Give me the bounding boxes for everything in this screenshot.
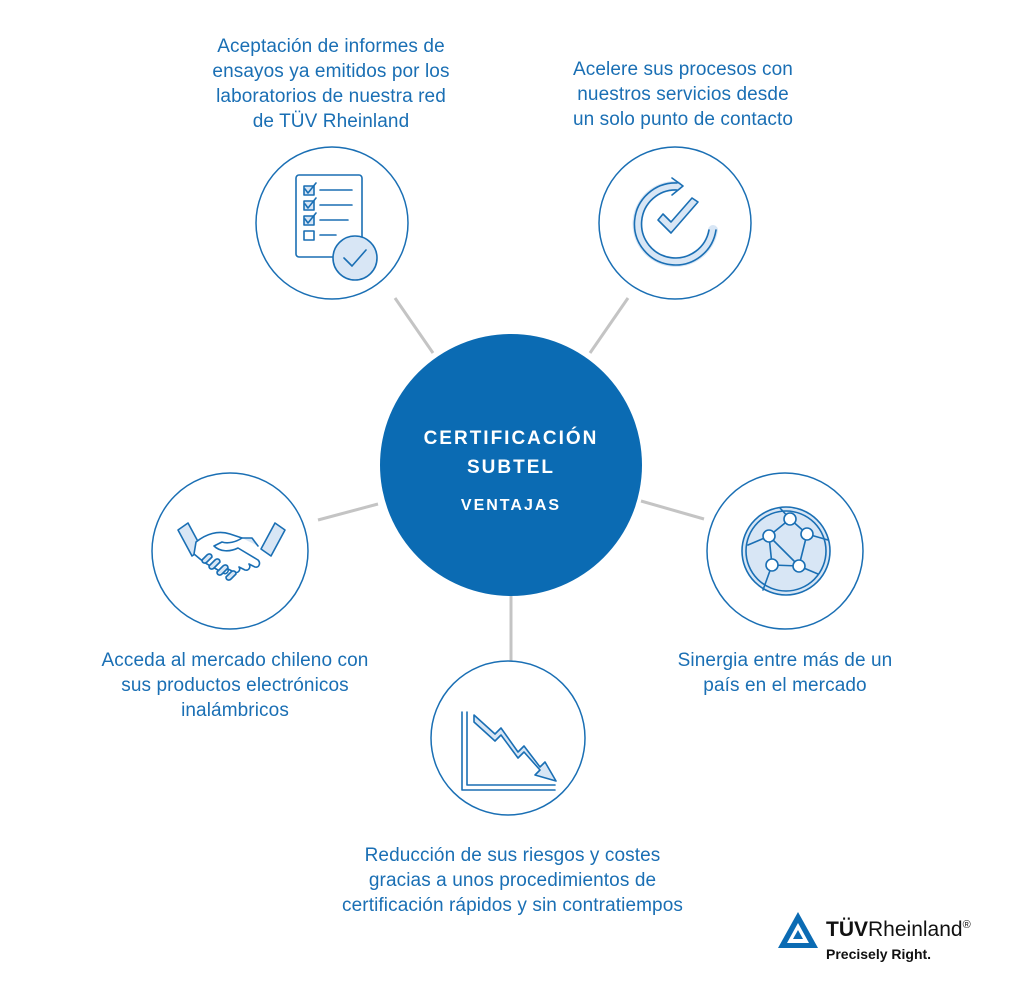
connector-right (640, 499, 705, 521)
logo-tagline: Precisely Right. (826, 946, 932, 962)
center-tagline: VENTAJAS (460, 497, 562, 514)
center-circle (380, 334, 642, 596)
refresh-check-icon (632, 177, 718, 267)
connector-top-left (393, 297, 435, 354)
label-chilean-market: Acceda al mercado chileno con sus produc… (101, 650, 369, 721)
tuv-triangle-icon (778, 912, 818, 948)
handshake-icon (177, 522, 286, 581)
center-title: CERTIFICACIÓN (423, 428, 599, 449)
label-test-reports: Aceptación de informes de ensayos ya emi… (212, 36, 450, 132)
globe-network-icon (741, 506, 831, 596)
connector-top-right (588, 297, 630, 354)
declining-chart-icon (461, 711, 557, 791)
connector-lines (317, 297, 705, 662)
label-risk-reduction: Reducción de sus riesgos y costes gracia… (342, 845, 683, 916)
checklist-icon (295, 174, 378, 281)
label-synergy: Sinergia entre más de un país en el merc… (677, 650, 893, 696)
label-single-contact: Acelere sus procesos con nuestros servic… (572, 59, 794, 130)
tuv-rheinland-logo: TÜVRheinland® Precisely Right. (776, 908, 1006, 968)
center-subtitle: SUBTEL (467, 457, 555, 478)
connector-left (317, 502, 379, 522)
logo-brand: TÜVRheinland® (826, 918, 971, 941)
